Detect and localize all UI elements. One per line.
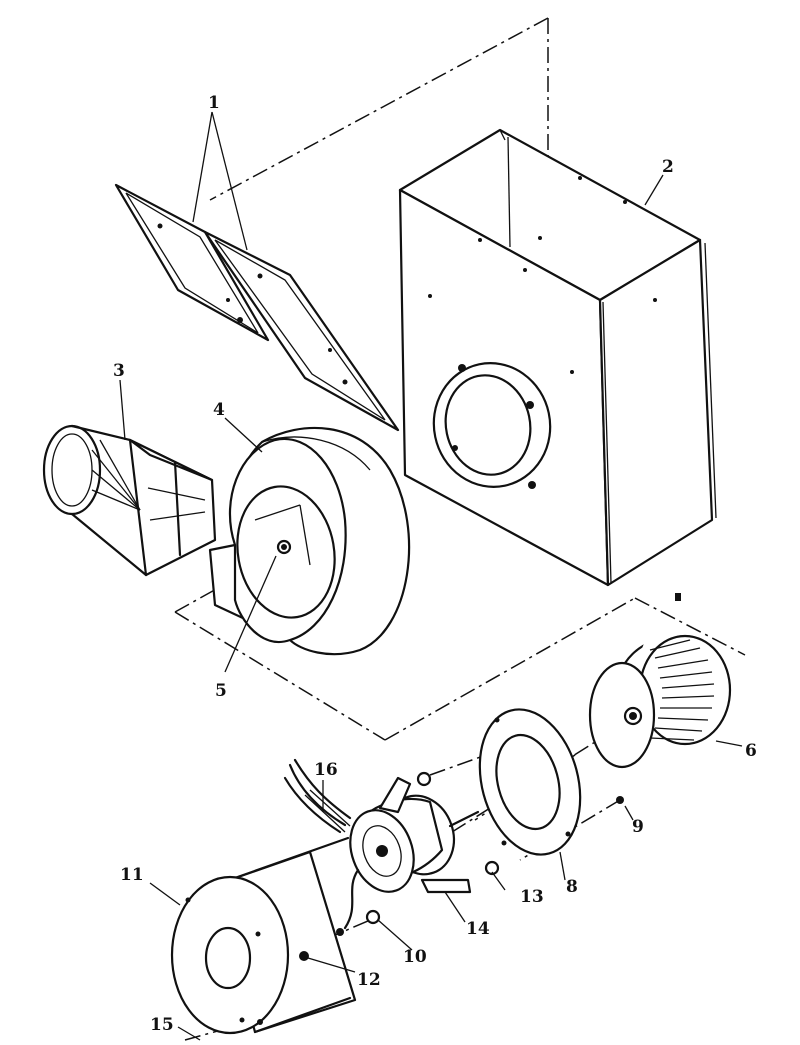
callout-15: 15 (150, 1015, 174, 1035)
callout-3: 3 (113, 361, 125, 381)
callout-9: 9 (632, 817, 644, 837)
callout-13: 13 (520, 887, 544, 907)
leader-lines (119, 111, 743, 1041)
callout-8: 8 (566, 877, 578, 897)
callout-14: 14 (466, 919, 490, 939)
blower-wheel (588, 593, 732, 769)
callout-10: 10 (403, 947, 427, 967)
motor-mount-cylinder (170, 836, 357, 1035)
hardware (299, 796, 624, 961)
motor (343, 771, 480, 930)
cabinet-housing (398, 128, 717, 587)
blower-housing (208, 426, 411, 656)
callout-16: 16 (314, 760, 338, 780)
callout-4: 4 (213, 400, 225, 420)
callout-12: 12 (357, 970, 381, 990)
wire-harness (283, 758, 352, 834)
callout-6: 6 (745, 741, 757, 761)
callout-1: 1 (208, 93, 220, 113)
callout-2: 2 (662, 157, 674, 177)
callout-5: 5 (215, 681, 227, 701)
callout-11: 11 (120, 865, 144, 885)
inlet-duct (42, 424, 217, 577)
mounting-ring (478, 708, 582, 856)
access-panels (114, 183, 400, 432)
callout-labels: 1 2 3 4 5 6 8 9 10 11 12 13 14 15 16 (113, 93, 757, 1035)
